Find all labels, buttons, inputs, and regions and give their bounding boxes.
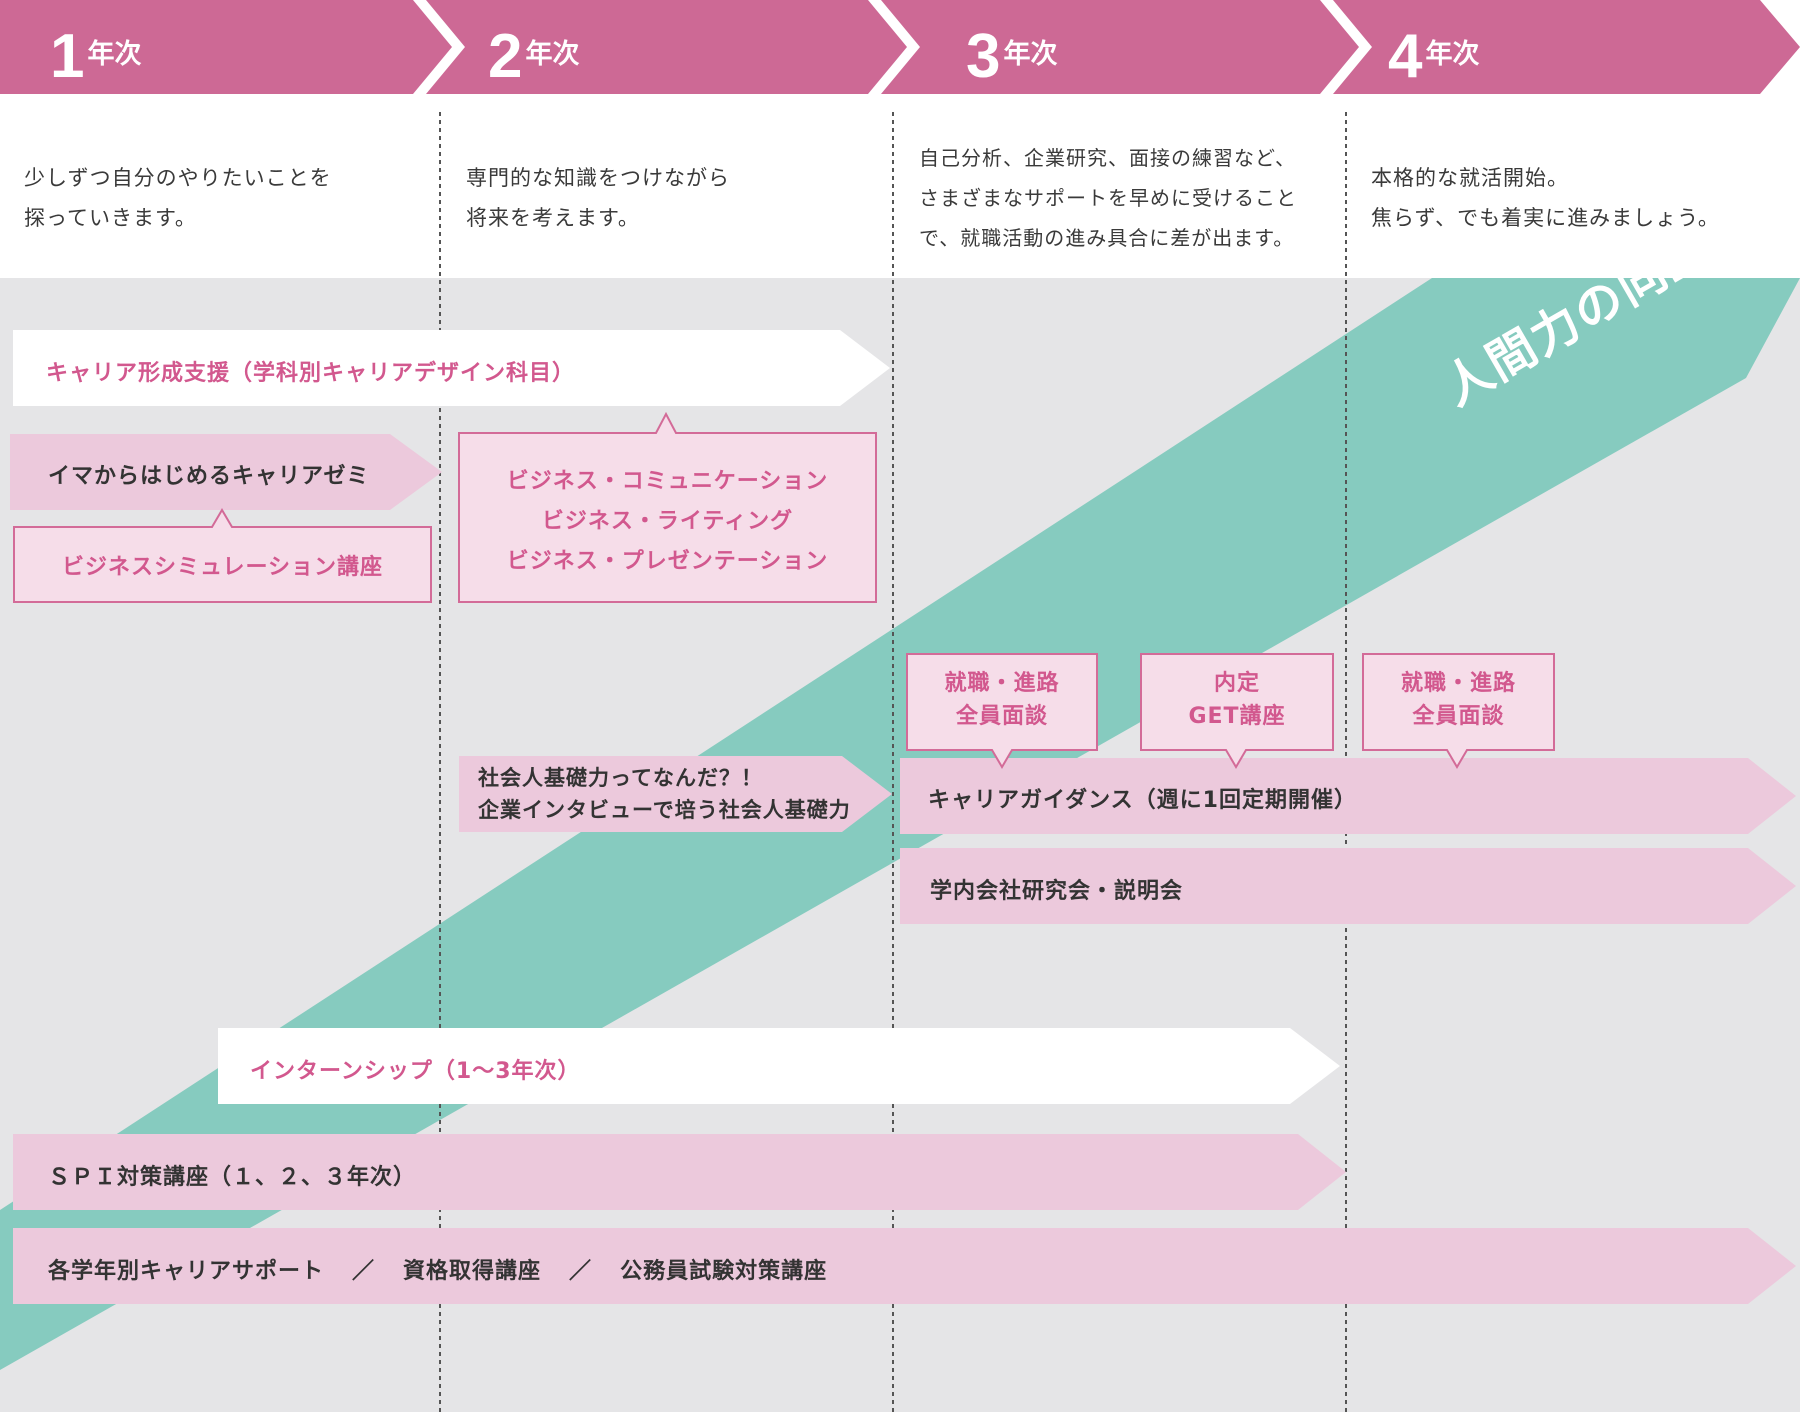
business-course-item: ビジネス・コミュニケーション: [506, 469, 829, 494]
year-3-description-line: さまざまなサポートを早めに受けること: [919, 186, 1297, 210]
year-4-chevron: [1333, 0, 1800, 94]
naitei-line: 内定: [1213, 671, 1260, 696]
ima-seminar-label: イマからはじめるキャリアゼミ: [48, 464, 370, 489]
year-4-label: 4 年次: [1388, 14, 1479, 88]
guidance-arrow: [900, 758, 1796, 834]
business-courses-box: [458, 411, 877, 603]
business-course-item: ビジネス・ライティング: [541, 509, 794, 534]
career-support-label: キャリア形成支援（学科別キャリアデザイン科目）: [46, 361, 576, 386]
year-3-label: 3 年次: [966, 14, 1057, 88]
business-courses-list: ビジネス・コミュニケーション ビジネス・ライティング ビジネス・プレゼンテーショ…: [459, 462, 876, 582]
support-list: 各学年別キャリアサポート ／ 資格取得講座 ／ 公務員試験対策講座: [48, 1253, 827, 1285]
naitei-box: [1140, 653, 1334, 769]
interview-4-label: 就職・進路 全員面談: [1363, 667, 1554, 733]
year-2-number: 2: [488, 22, 523, 91]
support-list-arrow: [13, 1228, 1796, 1304]
interview-4-line: 就職・進路: [1400, 671, 1516, 696]
year-1-number: 1: [50, 22, 85, 91]
year-1-suffix: 年次: [87, 39, 142, 70]
interview-3-line: 全員面談: [955, 704, 1048, 729]
spi-arrow: [13, 1134, 1346, 1210]
separator-slash: ／: [352, 1259, 376, 1284]
shakaijin-label: 社会人基礎力ってなんだ？！ 企業インタビューで培う社会人基礎力: [478, 762, 851, 826]
business-sim-label: ビジネスシミュレーション講座: [61, 555, 384, 580]
year-3-suffix: 年次: [1003, 39, 1058, 70]
year-2-chevron: [426, 0, 907, 94]
naitei-label: 内定 GET講座: [1141, 667, 1333, 733]
company-info-arrow: [900, 848, 1796, 924]
interview-3-line: 就職・進路: [944, 671, 1060, 696]
year-3-number: 3: [966, 22, 1001, 91]
internship-label: インターンシップ（1〜3年次）: [250, 1059, 581, 1084]
internship-arrow: [218, 1028, 1340, 1104]
business-course-item: ビジネス・プレゼンテーション: [506, 549, 829, 574]
year-3-description-line: 自己分析、企業研究、面接の練習など、: [919, 146, 1296, 170]
year-4-description-line: 焦らず、でも着実に進みましょう。: [1371, 206, 1720, 230]
interview-4-line: 全員面談: [1412, 704, 1505, 729]
support-item: 各学年別キャリアサポート: [48, 1259, 325, 1284]
year-1-chevron: [0, 0, 452, 94]
year-header-bar: [0, 0, 1800, 94]
year-4-suffix: 年次: [1425, 39, 1480, 70]
company-info-label: 学内会社研究会・説明会: [930, 879, 1184, 904]
support-item: 資格取得講座: [403, 1259, 542, 1284]
year-1-description-line: 探っていきます。: [24, 206, 197, 230]
shakaijin-arrow: [459, 756, 892, 832]
ima-seminar-arrow: [10, 434, 442, 510]
year-3-description-line: で、就職活動の進み具合に差が出ます。: [919, 226, 1295, 250]
year-4-number: 4: [1388, 22, 1423, 91]
year-2-description: 専門的な知識をつけながら 将来を考えます。: [466, 158, 730, 238]
interview-3-box: [906, 653, 1098, 769]
shakaijin-line: 企業インタビューで培う社会人基礎力: [478, 798, 851, 822]
callout-boxes: [13, 411, 1555, 769]
interview-4-box: [1362, 653, 1555, 769]
shakaijin-line: 社会人基礎力ってなんだ？！: [478, 766, 763, 790]
interview-3-label: 就職・進路 全員面談: [907, 667, 1097, 733]
year-1-description-line: 少しずつ自分のやりたいことを: [24, 166, 332, 190]
spi-label: ＳＰＩ対策講座（１、２、３年次）: [48, 1165, 417, 1190]
guidance-label: キャリアガイダンス（週に1回定期開催）: [928, 788, 1357, 813]
year-2-label: 2 年次: [488, 14, 579, 88]
year-1-label: 1 年次: [50, 14, 141, 88]
career-support-arrow: [13, 330, 890, 406]
year-4-description-line: 本格的な就活開始。: [1371, 166, 1569, 190]
year-2-description-line: 将来を考えます。: [466, 206, 640, 230]
year-3-chevron: [881, 0, 1359, 94]
year-1-description: 少しずつ自分のやりたいことを 探っていきます。: [24, 158, 332, 238]
naitei-line: GET講座: [1188, 704, 1286, 729]
year-2-description-line: 専門的な知識をつけながら: [466, 166, 730, 190]
year-2-suffix: 年次: [525, 39, 580, 70]
separator-slash: ／: [569, 1259, 593, 1284]
business-sim-box: [13, 508, 432, 603]
year-4-description: 本格的な就活開始。 焦らず、でも着実に進みましょう。: [1371, 158, 1720, 238]
year-3-description: 自己分析、企業研究、面接の練習など、 さまざまなサポートを早めに受けること で、…: [919, 138, 1297, 258]
support-item: 公務員試験対策講座: [620, 1259, 828, 1284]
